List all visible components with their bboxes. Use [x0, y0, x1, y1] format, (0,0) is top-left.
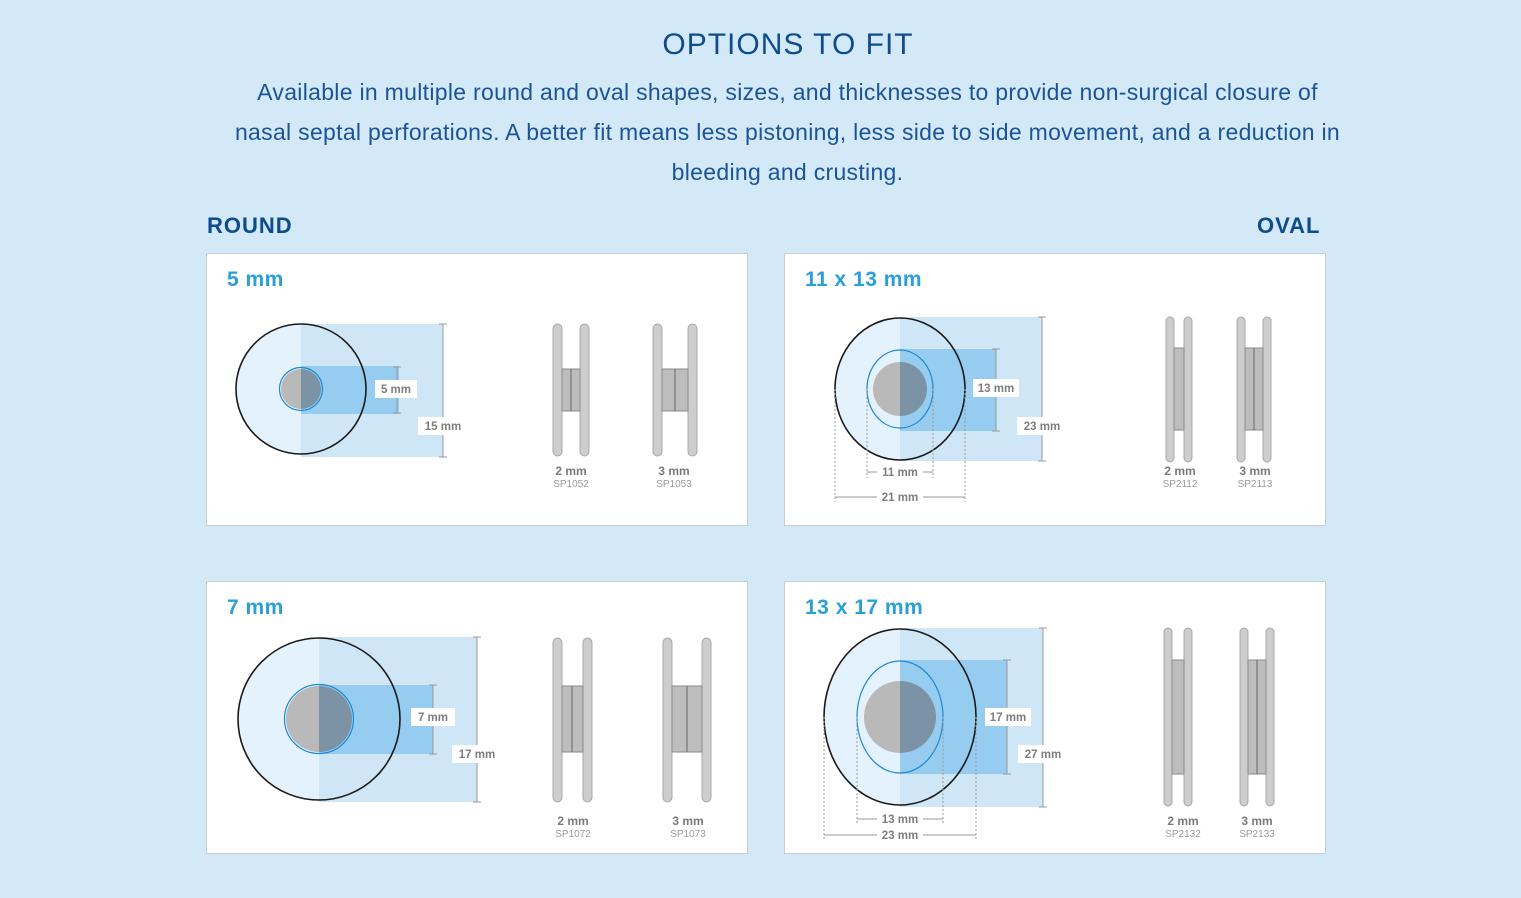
round-7mm-outer-dimension: 17 mm: [459, 749, 495, 761]
panel-size-title: 13 x 17 mm: [805, 596, 924, 619]
variant-product-code: SP1072: [555, 829, 591, 840]
round-7mm-diagram: 7 mm 17 mm 2 mm SP1072 3 mm SP1073: [237, 636, 712, 840]
round-section-label: ROUND: [207, 213, 293, 238]
oval-11x13-diagram: 11 mm 21 mm 13 mm 23 mm 2 mm SP2112 3 mm…: [834, 316, 1273, 505]
variant-thickness-label: 2 mm: [557, 814, 588, 828]
round-7mm-card: 7 mm 17 mm 2 mm SP1072 3 mm SP1073 7 mm: [206, 581, 748, 854]
spool-2mm-icon: [1165, 316, 1193, 463]
oval-11x13-outer-height-dimension: 23 mm: [1024, 421, 1060, 433]
oval-13x17-outer-height-dimension: 27 mm: [1025, 749, 1061, 761]
spool-3mm-icon: [652, 323, 698, 457]
variant-thickness-label: 3 mm: [1241, 814, 1272, 828]
round-5mm-diagram: 5 mm 15 mm 2 mm SP1052 3 mm SP1053: [235, 323, 698, 490]
round-5mm-inner-dimension: 5 mm: [381, 384, 411, 396]
variant-product-code: SP2133: [1239, 829, 1275, 840]
oval-13x17-outer-width-dimension: 23 mm: [882, 830, 918, 842]
spool-3mm-icon: [1236, 316, 1272, 463]
spool-3mm-icon: [1239, 627, 1275, 807]
variant-thickness-label: 3 mm: [1239, 464, 1270, 478]
variant-product-code: SP2113: [1238, 479, 1273, 490]
oval-11x13-width-dimension: 11 mm: [882, 467, 918, 479]
oval-11x13-height-dimension: 13 mm: [978, 383, 1014, 395]
round-5mm-card: 5 mm 15 mm 2 mm SP1052 3 mm SP1053 5 mm: [206, 253, 748, 526]
oval-section-label: OVAL: [1257, 213, 1321, 238]
variant-thickness-label: 2 mm: [555, 464, 586, 478]
oval-13x17-card: 13 mm 23 mm 17 mm 27 mm 2 mm SP2132 3 mm…: [784, 581, 1326, 854]
variant-product-code: SP2132: [1165, 829, 1201, 840]
page-description: Available in multiple round and oval sha…: [234, 79, 1341, 185]
spool-2mm-icon: [552, 323, 590, 457]
variant-product-code: SP1052: [553, 479, 589, 490]
panel-size-title: 7 mm: [227, 596, 284, 619]
spool-2mm-icon: [1163, 627, 1193, 807]
spool-3mm-icon: [662, 637, 712, 803]
variant-thickness-label: 2 mm: [1164, 464, 1195, 478]
oval-13x17-width-dimension: 13 mm: [882, 814, 918, 826]
variant-product-code: SP1073: [670, 829, 706, 840]
variant-thickness-label: 2 mm: [1167, 814, 1198, 828]
round-5mm-outer-dimension: 15 mm: [425, 421, 461, 433]
oval-11x13-outer-width-dimension: 21 mm: [882, 492, 918, 504]
oval-13x17-diagram: 13 mm 23 mm 17 mm 27 mm 2 mm SP2132 3 mm…: [823, 627, 1275, 843]
oval-11x13-card: 11 mm 21 mm 13 mm 23 mm 2 mm SP2112 3 mm…: [784, 253, 1326, 526]
variant-thickness-label: 3 mm: [658, 464, 689, 478]
variant-product-code: SP2112: [1163, 479, 1198, 490]
page-title: OPTIONS TO FIT: [662, 28, 914, 61]
round-7mm-inner-dimension: 7 mm: [418, 712, 448, 724]
oval-13x17-height-dimension: 17 mm: [990, 712, 1026, 724]
variant-product-code: SP1053: [656, 479, 692, 490]
variant-thickness-label: 3 mm: [672, 814, 703, 828]
panel-size-title: 11 x 13 mm: [805, 268, 923, 291]
spool-2mm-icon: [552, 637, 593, 803]
panel-size-title: 5 mm: [227, 268, 284, 291]
